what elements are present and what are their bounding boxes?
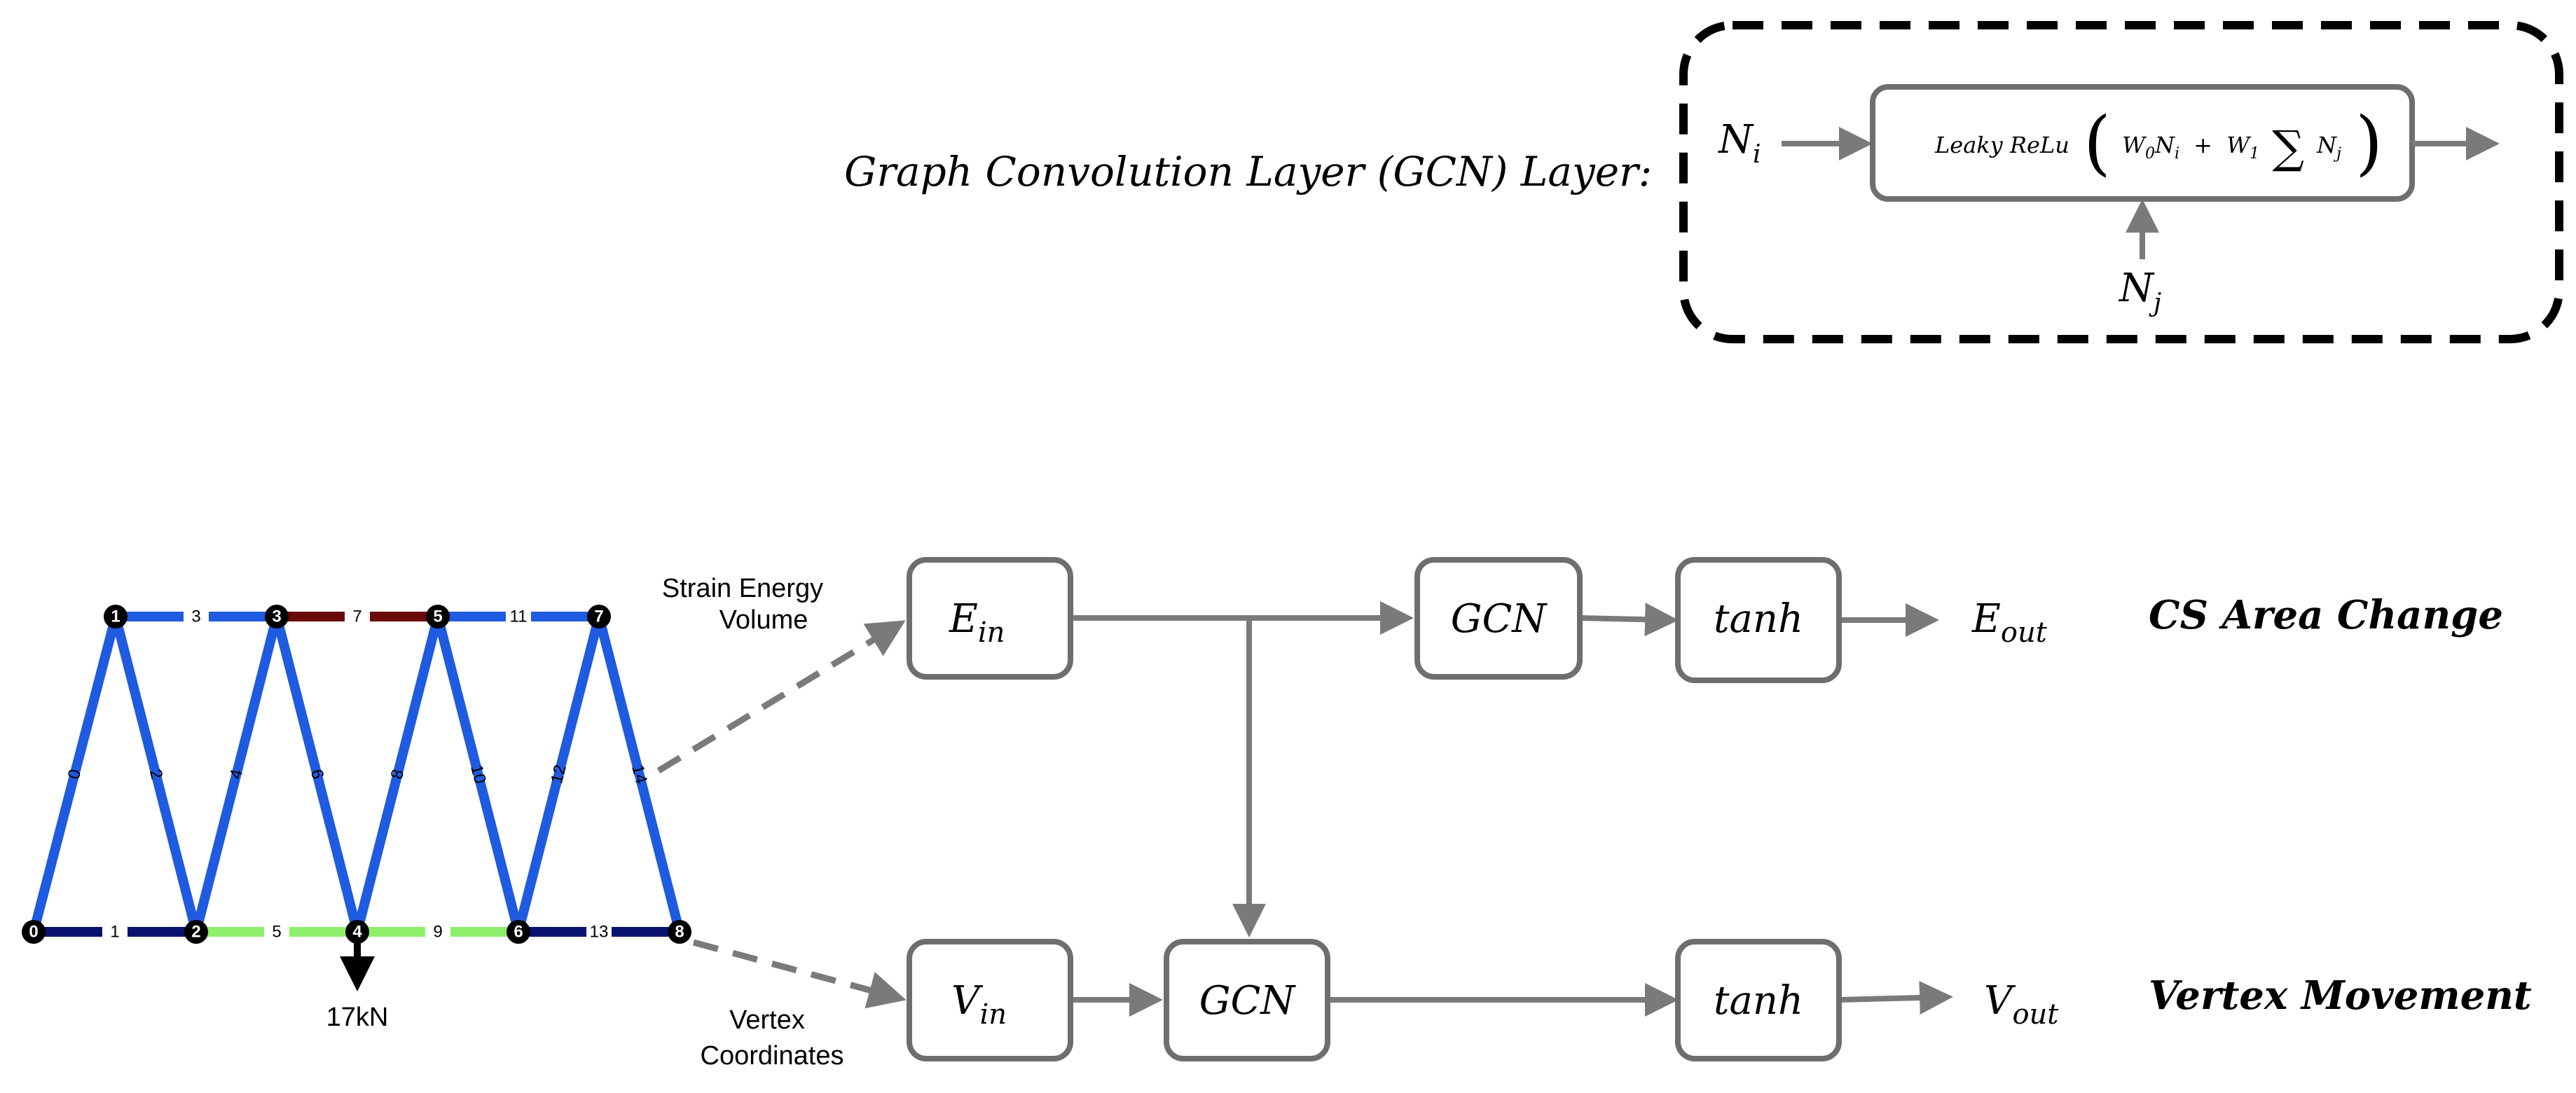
truss-edge-label-bg <box>184 607 209 626</box>
vertex-coords-link <box>692 939 907 1009</box>
truss-edge-label: 4 <box>226 767 247 781</box>
truss-edges <box>29 612 684 937</box>
truss-edge-label: 0 <box>64 767 85 781</box>
volume-label: Volume <box>719 605 808 635</box>
truss-edge <box>433 615 523 933</box>
truss-edge <box>29 615 120 933</box>
truss-node-label: 8 <box>675 923 684 942</box>
gcn-layer-dashed-frame <box>1679 21 2563 343</box>
truss-edge-label-bg <box>264 922 289 942</box>
e-in-box <box>907 557 1073 680</box>
truss-edge-label-bg <box>102 922 128 942</box>
truss-edge <box>594 615 684 933</box>
truss-node <box>668 920 691 944</box>
truss-edge <box>191 615 282 933</box>
strain-energy-link <box>656 620 906 774</box>
truss-edge-label: 6 <box>307 767 327 781</box>
gcn-top-box <box>1414 557 1583 680</box>
tanh-top-box <box>1675 557 1842 683</box>
tanh-top-label: tanh <box>1714 596 1803 642</box>
gcn-layer-input-ni: Ni <box>1717 117 1761 169</box>
vertex-label: Vertex <box>729 1005 805 1035</box>
truss-node-label: 6 <box>514 923 523 942</box>
truss-edge-label: 8 <box>387 767 408 781</box>
truss-edge-label-bg <box>425 922 450 942</box>
vertex-movement-title: Vertex Movement <box>2149 972 2532 1019</box>
gcn-layer-formula: Leaky ReLu ( W0Ni + W1 ∑ Nj ) <box>1934 102 2383 184</box>
truss-edge-label-bg <box>506 607 531 626</box>
truss-node-label: 4 <box>352 923 362 942</box>
truss-edge <box>111 615 201 933</box>
truss-node-label: 7 <box>594 607 603 626</box>
v-in-label: Vin <box>951 978 1007 1031</box>
truss-node <box>507 920 530 944</box>
truss-edge-label: 7 <box>352 607 361 626</box>
gcn-top-label: GCN <box>1451 596 1548 642</box>
truss-edge-label: 1 <box>110 923 119 942</box>
tanh-to-vout-line <box>1838 981 1953 1015</box>
gcn-layer-title: Graph Convolution Layer (GCN) Layer: <box>844 148 1652 195</box>
v-in-box <box>907 939 1073 1061</box>
gcn-to-tanh-top-line <box>1579 603 1679 637</box>
v-out-label: Vout <box>1984 978 2059 1031</box>
truss-edge-label: 10 <box>467 763 490 786</box>
truss-node <box>426 605 450 628</box>
e-in-label: Ein <box>949 596 1005 649</box>
truss-node-label: 5 <box>433 607 442 626</box>
truss-edge <box>352 615 443 933</box>
coordinates-label: Coordinates <box>701 1041 844 1071</box>
strain-energy-label: Strain Energy <box>662 574 823 603</box>
cs-area-change-title: CS Area Change <box>2149 592 2503 638</box>
truss-edge-label: 3 <box>191 607 200 626</box>
tanh-bottom-label: tanh <box>1714 978 1803 1024</box>
tanh-bottom-box <box>1675 939 1842 1061</box>
gcn-bottom-box <box>1164 939 1330 1061</box>
truss-node <box>587 605 611 628</box>
gcn-layer-input-nj: Nj <box>2118 266 2161 317</box>
truss-node <box>104 605 128 628</box>
truss-node-label: 3 <box>272 607 281 626</box>
truss-node <box>22 920 46 944</box>
truss-node-label: 1 <box>111 607 120 626</box>
truss-edge-label: 12 <box>547 763 570 786</box>
truss-node <box>345 920 369 944</box>
truss-edge-label: 11 <box>510 607 528 626</box>
truss-edge-label-bg <box>586 922 612 942</box>
truss-edge-label: 13 <box>590 923 609 942</box>
truss-node-label: 2 <box>191 923 200 942</box>
truss-node <box>184 920 208 944</box>
truss-node-label: 0 <box>29 923 38 942</box>
truss-edge-label: 5 <box>272 923 281 942</box>
e-out-label: Eout <box>1971 596 2048 649</box>
truss-edge-label: 14 <box>628 763 651 786</box>
load-label: 17kN <box>326 1003 389 1032</box>
gcn-bottom-label: GCN <box>1199 978 1297 1024</box>
truss-edge <box>514 615 604 933</box>
truss-edge-label: 2 <box>146 767 166 781</box>
truss-edge-label-bg <box>345 607 370 626</box>
truss-edge <box>272 615 362 933</box>
truss-edge-label: 9 <box>433 923 442 942</box>
truss-node <box>265 605 289 628</box>
